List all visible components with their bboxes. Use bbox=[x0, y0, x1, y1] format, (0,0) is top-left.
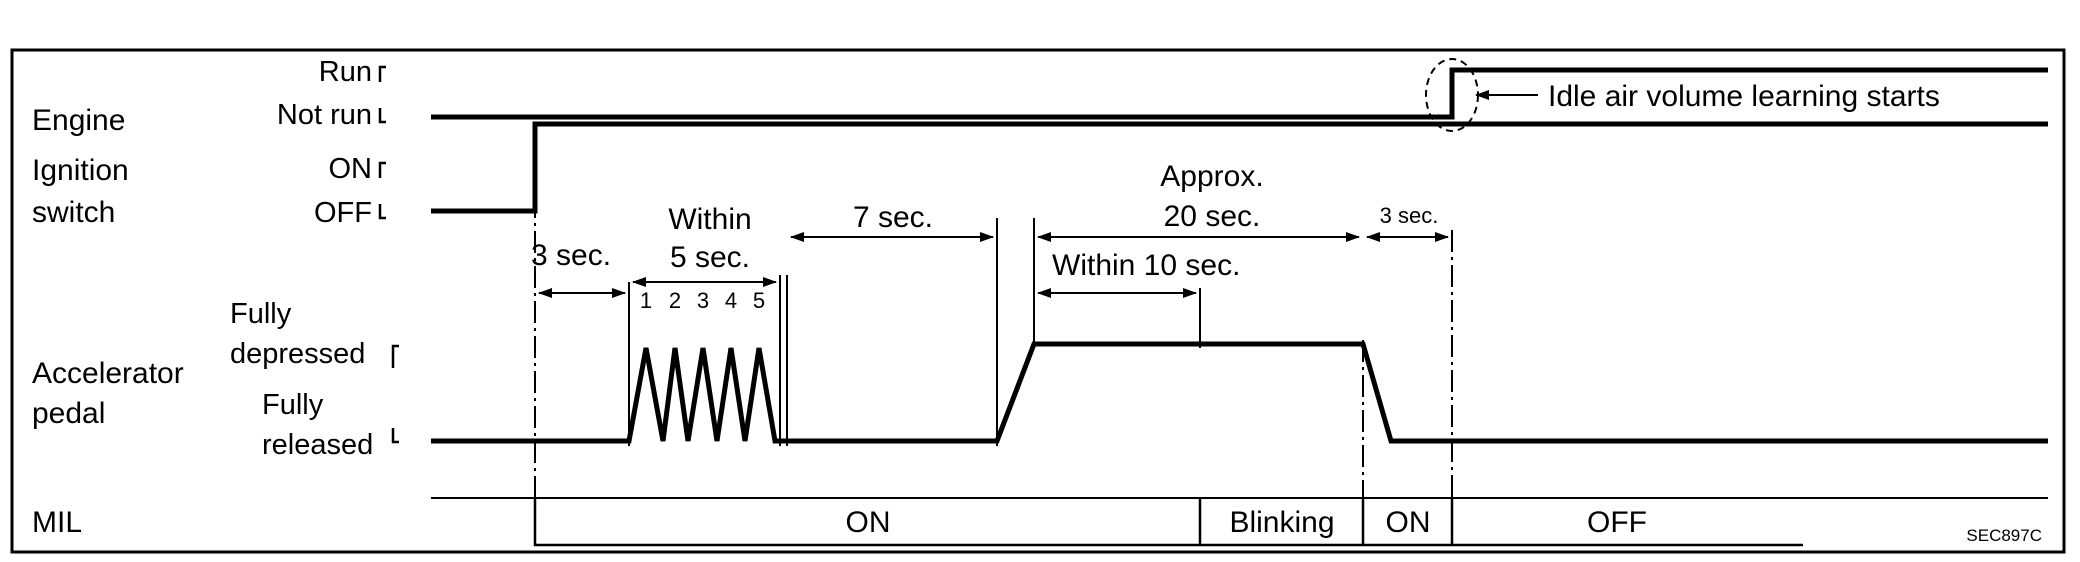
ignition-on-label: ON bbox=[329, 153, 373, 185]
engine-level-bracket bbox=[378, 65, 386, 124]
dim-within5sec-label2: 5 sec. bbox=[670, 241, 750, 274]
pulse-number: 2 bbox=[669, 288, 681, 313]
dim-within5sec-label1: Within bbox=[668, 203, 751, 236]
figure-code: SEC897C bbox=[1966, 526, 2042, 545]
engine-run-label: Run bbox=[319, 56, 372, 88]
mil-state-on: ON bbox=[846, 506, 891, 539]
engine-label: Engine bbox=[32, 104, 125, 137]
pulse-number: 4 bbox=[725, 288, 737, 313]
pulse-number: 5 bbox=[753, 288, 765, 313]
accelerator-label-line2: pedal bbox=[32, 397, 105, 430]
accel-level-bracket bbox=[391, 344, 399, 444]
dim-3sec-short-label: 3 sec. bbox=[1380, 203, 1439, 228]
accel-depressed-label2: depressed bbox=[230, 338, 365, 370]
mil-state-off: OFF bbox=[1587, 506, 1647, 539]
accel-released-label2: released bbox=[262, 429, 373, 461]
accelerator-label-line1: Accelerator bbox=[32, 357, 184, 390]
engine-signal bbox=[431, 67, 2048, 120]
ignition-off-label: OFF bbox=[314, 197, 372, 229]
engine-notrun-label: Not run bbox=[277, 99, 372, 131]
dim-approx20sec-label1: Approx. bbox=[1160, 160, 1263, 193]
pulse-number: 3 bbox=[697, 288, 709, 313]
dim-7sec-label: 7 sec. bbox=[853, 201, 933, 234]
accel-released-label1: Fully bbox=[262, 389, 324, 421]
mil-label: MIL bbox=[32, 506, 82, 539]
annotation-text: Idle air volume learning starts bbox=[1548, 80, 1940, 113]
dim-3sec-label: 3 sec. bbox=[531, 239, 611, 272]
pulse-number: 1 bbox=[640, 288, 652, 313]
accel-depressed-label1: Fully bbox=[230, 298, 292, 330]
mil-state-on-2: ON bbox=[1386, 506, 1431, 539]
ignition-label-line1: Ignition bbox=[32, 154, 129, 187]
dim-within10sec-label: Within 10 sec. bbox=[1052, 249, 1240, 282]
ignition-label-line2: switch bbox=[32, 196, 115, 229]
mil-state-boxes bbox=[533, 498, 1803, 547]
ignition-level-bracket bbox=[378, 161, 386, 220]
mil-state-blinking: Blinking bbox=[1229, 506, 1334, 539]
accelerator-signal bbox=[431, 341, 2048, 444]
dim-approx20sec-label2: 20 sec. bbox=[1164, 200, 1261, 233]
diagram-frame bbox=[10, 48, 2066, 554]
